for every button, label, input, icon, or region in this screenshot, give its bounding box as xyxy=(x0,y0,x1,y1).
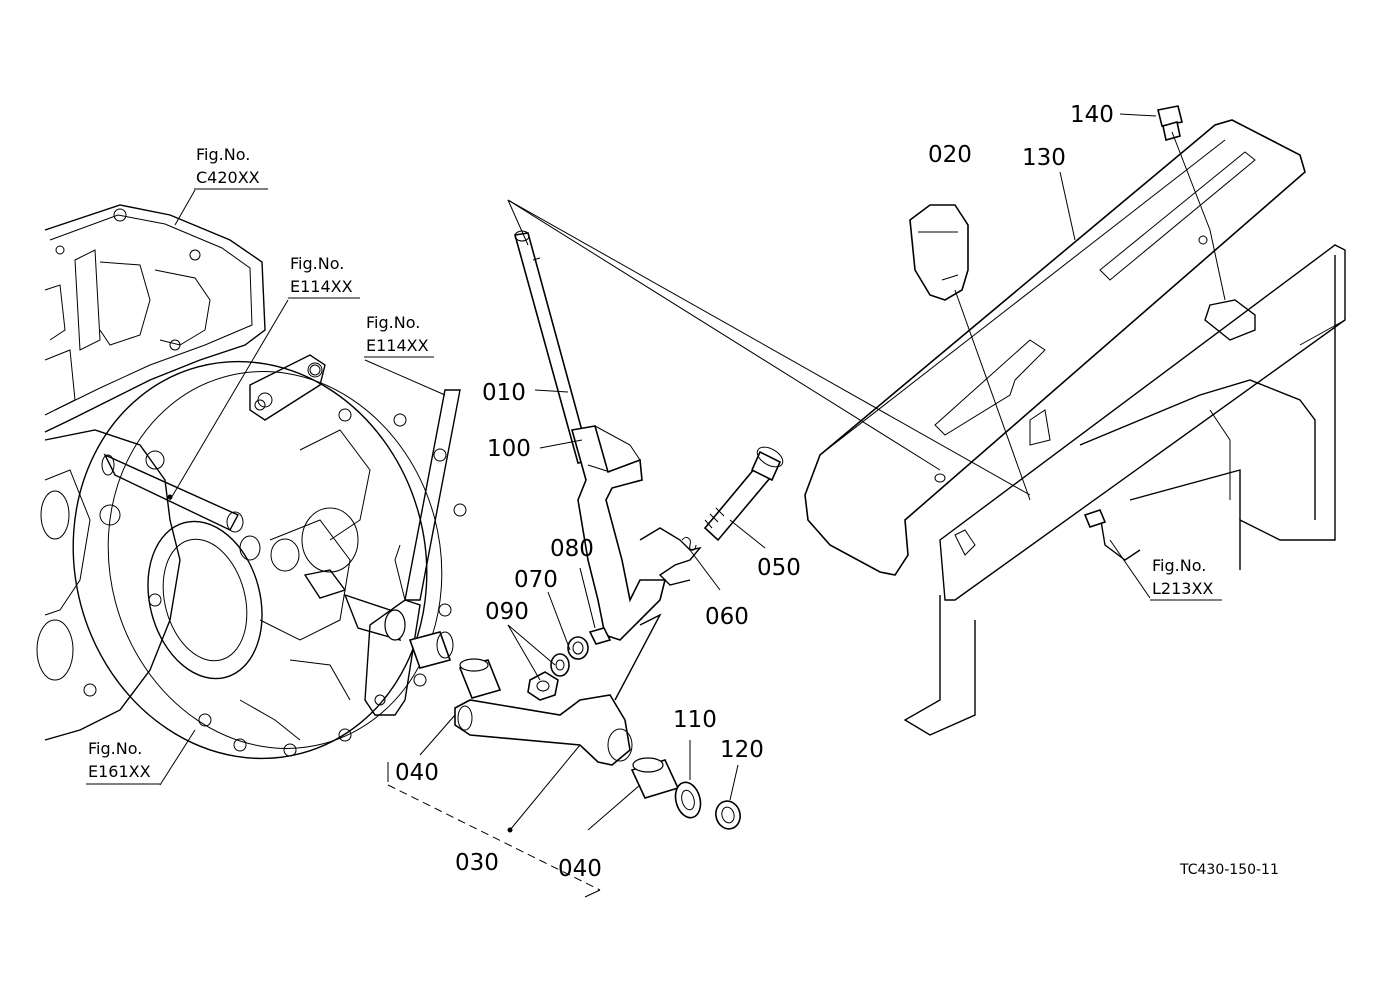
part-label-090: 090 xyxy=(485,599,529,625)
fig-ref-e114-a-line1: Fig.No. xyxy=(290,254,344,273)
fig-ref-e114-b-line2: E114XX xyxy=(366,336,429,355)
part-label-050: 050 xyxy=(757,555,801,581)
part-label-100: 100 xyxy=(487,436,531,462)
part-label-030: 030 xyxy=(455,850,499,876)
fig-ref-c420-line1: Fig.No. xyxy=(196,145,250,164)
fig-ref-e161: Fig.No. E161XX xyxy=(86,739,160,785)
part-label-120: 120 xyxy=(720,737,764,763)
leader-lines xyxy=(159,113,1226,898)
fig-ref-l213-line2: L213XX xyxy=(1152,579,1213,598)
part-label-060: 060 xyxy=(705,604,749,630)
fig-ref-c420: Fig.No. C420XX xyxy=(194,145,268,190)
shift-lever-assembly xyxy=(454,230,784,830)
part-label-080: 080 xyxy=(550,536,594,562)
fig-ref-c420-line2: C420XX xyxy=(196,168,260,187)
fig-ref-l213-line1: Fig.No. xyxy=(1152,556,1206,575)
part-label-140: 140 xyxy=(1070,102,1114,128)
fig-ref-e161-line2: E161XX xyxy=(88,762,151,781)
part-label-040-lower: 040 xyxy=(558,856,602,882)
drawing-code: TC430-150-11 xyxy=(1179,862,1279,878)
part-label-020: 020 xyxy=(928,142,972,168)
figure-references: Fig.No. C420XX Fig.No. E114XX Fig.No. E1… xyxy=(86,145,1222,785)
part-label-040-upper: 040 xyxy=(395,760,439,786)
fig-ref-e114-b: Fig.No. E114XX xyxy=(364,313,434,358)
part-label-110: 110 xyxy=(673,707,717,733)
guide-plate-and-frame xyxy=(804,105,1346,736)
part-label-010: 010 xyxy=(482,380,526,406)
fig-ref-e161-line1: Fig.No. xyxy=(88,739,142,758)
transmission-housing xyxy=(36,204,467,760)
part-labels: 010 020 030 040 040 050 060 070 080 090 … xyxy=(387,102,1114,882)
fig-ref-e114-a: Fig.No. E114XX xyxy=(288,254,360,299)
fig-ref-e114-a-line2: E114XX xyxy=(290,277,353,296)
fig-ref-e114-b-line1: Fig.No. xyxy=(366,313,420,332)
part-label-070: 070 xyxy=(514,567,558,593)
fig-ref-l213: Fig.No. L213XX xyxy=(1150,556,1222,601)
part-label-130: 130 xyxy=(1022,145,1066,171)
